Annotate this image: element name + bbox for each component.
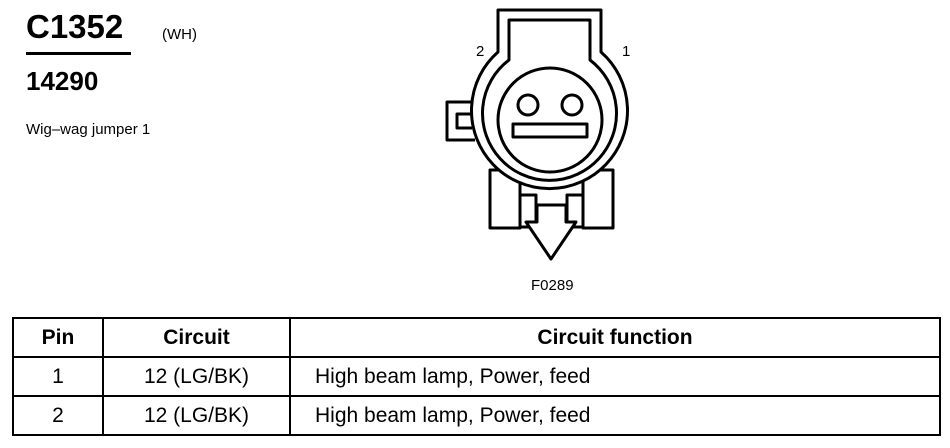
connector-housing	[470, 8, 629, 191]
header-circuit-function: Circuit function	[289, 317, 941, 358]
cell-circuit: 12 (LG/BK)	[102, 356, 291, 397]
cell-circuit-function: High beam lamp, Power, feed	[289, 395, 941, 436]
header-pin: Pin	[12, 317, 104, 358]
key-tab	[445, 100, 475, 142]
pinout-table: Pin Circuit Circuit function 1 12 (LG/BK…	[12, 317, 941, 436]
cell-circuit: 12 (LG/BK)	[102, 395, 291, 436]
connector-color-code: (WH)	[162, 26, 197, 43]
cell-pin: 2	[12, 395, 104, 436]
connector-face-diagram	[445, 8, 629, 261]
table-row: 2 12 (LG/BK) High beam lamp, Power, feed	[12, 395, 941, 436]
cell-pin: 1	[12, 356, 104, 397]
pin-cavity-2	[516, 93, 540, 117]
pin-label-1: 1	[622, 43, 631, 60]
cell-circuit-function: High beam lamp, Power, feed	[289, 356, 941, 397]
part-number: 14290	[26, 66, 99, 96]
connector-housing-inner	[481, 18, 618, 182]
orientation-arrow	[524, 203, 578, 261]
connector-face	[496, 66, 604, 174]
pin-label-2: 2	[476, 43, 485, 60]
figure-code: F0289	[531, 277, 574, 294]
connector-description: Wig–wag jumper 1	[26, 121, 151, 138]
connector-id-underline	[26, 52, 131, 55]
header-circuit: Circuit	[102, 317, 291, 358]
table-row: 1 12 (LG/BK) High beam lamp, Power, feed	[12, 356, 941, 397]
pin-cavity-1	[560, 93, 584, 117]
table-header-row: Pin Circuit Circuit function	[12, 317, 941, 358]
connector-id: C1352	[26, 8, 124, 45]
latch-slot	[511, 122, 589, 139]
